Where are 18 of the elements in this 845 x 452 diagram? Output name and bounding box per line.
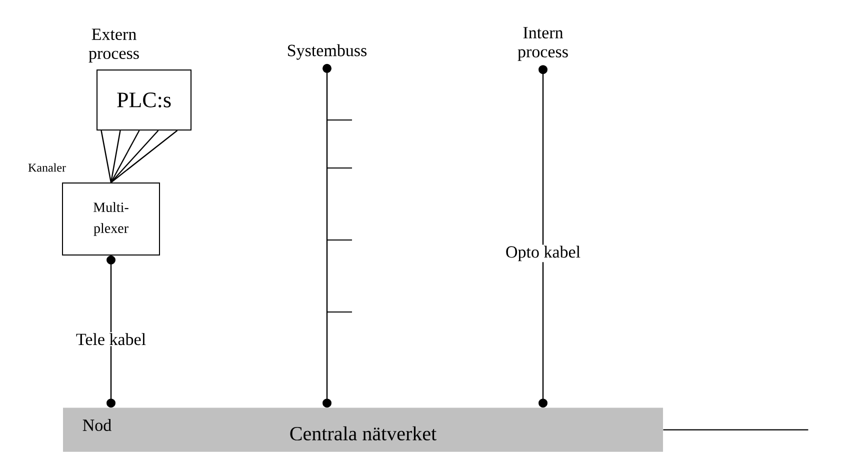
line (110, 130, 178, 183)
process-box: PLC:s (96, 70, 192, 130)
line (110, 130, 159, 183)
cable-line (538, 65, 548, 408)
line (100, 130, 112, 183)
line (110, 130, 140, 183)
edge-label: Opto kabel (504, 244, 582, 262)
process-label: Intern process (518, 27, 568, 61)
cable-line (106, 256, 116, 408)
edge-label: Tele kabel (74, 332, 148, 346)
line (110, 130, 121, 183)
bus-label: Systembuss (288, 44, 367, 60)
node-label: Nod (82, 419, 112, 431)
multiplexer-box: Multi- plexer (62, 182, 160, 256)
edge-label: Kanaler (27, 162, 67, 173)
cable-line (322, 64, 332, 408)
box-heading: Extern process (88, 28, 139, 62)
line (663, 429, 808, 430)
